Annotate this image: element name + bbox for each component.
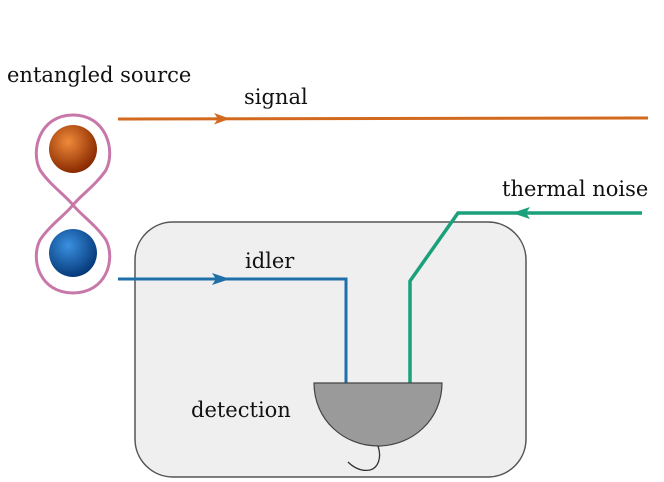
entangled-source-loop xyxy=(34,113,112,295)
signal-label: signal xyxy=(244,85,308,109)
detection-box xyxy=(134,221,527,478)
detection-label: detection xyxy=(191,398,291,422)
thermal-noise-arrow-icon xyxy=(512,207,530,219)
detector-cable xyxy=(347,445,381,472)
thermal-noise-label: thermal noise xyxy=(502,177,648,201)
idler-photon-icon xyxy=(49,229,97,277)
entangled-source-label: entangled source xyxy=(7,63,191,87)
signal-photon-icon xyxy=(49,125,97,173)
thermal-noise-line xyxy=(408,211,642,383)
idler-line xyxy=(118,277,348,383)
signal-line xyxy=(117,116,649,121)
idler-arrow-icon xyxy=(212,273,230,285)
idler-label: idler xyxy=(245,249,295,273)
signal-arrow-icon xyxy=(214,113,230,125)
